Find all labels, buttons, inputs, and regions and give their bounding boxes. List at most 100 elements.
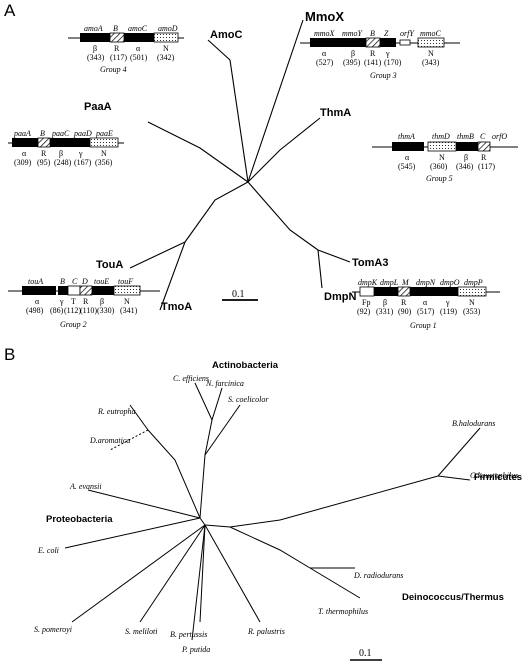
- panel-a-letter: A: [4, 1, 16, 20]
- svg-text:N: N: [469, 298, 475, 307]
- svg-text:dmpN: dmpN: [416, 278, 436, 287]
- svg-text:mmoX: mmoX: [314, 29, 336, 38]
- svg-text:paaD: paaD: [73, 129, 92, 138]
- svg-text:(141): (141): [364, 58, 382, 67]
- svg-text:(110): (110): [80, 306, 97, 315]
- svg-text:paaA: paaA: [13, 129, 31, 138]
- svg-text:touF: touF: [118, 277, 133, 286]
- svg-text:D.aromatica: D.aromatica: [89, 436, 130, 445]
- group-4-title: Group 4: [100, 65, 127, 74]
- svg-text:(309): (309): [14, 158, 32, 167]
- svg-text:Deinococcus/Thermus: Deinococcus/Thermus: [402, 592, 504, 603]
- svg-text:β: β: [93, 44, 97, 53]
- svg-text:T: T: [71, 297, 76, 306]
- svg-text:dmpO: dmpO: [440, 278, 460, 287]
- svg-text:C: C: [480, 132, 486, 141]
- svg-text:α: α: [35, 297, 40, 306]
- svg-text:thmB: thmB: [457, 132, 474, 141]
- svg-text:(119): (119): [440, 307, 457, 316]
- svg-text:dmpK: dmpK: [358, 278, 378, 287]
- branch-tmoa: [159, 241, 186, 311]
- svg-text:B.halodurans: B.halodurans: [452, 419, 495, 428]
- svg-text:(501): (501): [130, 53, 148, 62]
- svg-text:mmoC: mmoC: [420, 29, 442, 38]
- svg-text:R: R: [481, 153, 487, 162]
- svg-text:γ: γ: [78, 149, 83, 158]
- svg-text:(360): (360): [430, 162, 448, 171]
- svg-text:B: B: [60, 277, 65, 286]
- label-thma: ThmA: [320, 107, 351, 119]
- label-tmoa: TmoA: [161, 301, 192, 313]
- svg-text:β: β: [59, 149, 63, 158]
- svg-text:B: B: [370, 29, 375, 38]
- svg-text:thmA: thmA: [398, 132, 415, 141]
- svg-text:N. farcinica: N. farcinica: [205, 379, 244, 388]
- svg-text:γ: γ: [445, 298, 450, 307]
- group-3-title: Group 3: [370, 71, 397, 80]
- operon-group-1: dmpK dmpL M dmpN dmpO dmpP Fp β R α γ N …: [352, 278, 500, 330]
- svg-text:paaC: paaC: [51, 129, 70, 138]
- group-5-title: Group 5: [426, 174, 453, 183]
- branch-left-down: [184, 181, 249, 243]
- svg-text:amoA: amoA: [84, 24, 103, 33]
- svg-text:α: α: [423, 298, 428, 307]
- svg-text:B: B: [113, 24, 118, 33]
- svg-text:Fp: Fp: [362, 298, 370, 307]
- branch-right-down: [247, 181, 319, 251]
- label-toua: TouA: [96, 259, 123, 271]
- label-paaa: PaaA: [84, 101, 112, 113]
- branch-paaa: [147, 121, 249, 183]
- svg-text:(170): (170): [384, 58, 402, 67]
- svg-text:N: N: [163, 44, 169, 53]
- clade-labels: Actinobacteria Firmicutes Proteobacteria…: [46, 360, 522, 603]
- svg-text:R: R: [114, 44, 120, 53]
- svg-text:amoC: amoC: [128, 24, 148, 33]
- svg-text:R: R: [41, 149, 47, 158]
- svg-text:α: α: [22, 149, 27, 158]
- branch-toua: [129, 241, 186, 269]
- svg-text:Proteobacteria: Proteobacteria: [46, 514, 113, 525]
- svg-text:(346): (346): [456, 162, 474, 171]
- svg-text:N: N: [439, 153, 445, 162]
- svg-text:(248): (248): [54, 158, 72, 167]
- branch-dmpn: [317, 249, 323, 289]
- label-mmox: MmoX: [305, 9, 344, 24]
- svg-text:γ: γ: [385, 49, 390, 58]
- svg-text:C. efficiens: C. efficiens: [173, 374, 209, 383]
- operon-paa: paaA B paaC paaD paaE α R β γ N (309) (9…: [8, 129, 124, 167]
- svg-text:R. palustris: R. palustris: [247, 627, 285, 636]
- svg-text:α: α: [322, 49, 327, 58]
- svg-text:E. coli: E. coli: [37, 546, 59, 555]
- svg-text:γ: γ: [59, 297, 64, 306]
- branch-thma: [247, 117, 321, 183]
- svg-text:(353): (353): [463, 307, 481, 316]
- svg-text:M: M: [401, 278, 410, 287]
- tree-a: [129, 19, 351, 311]
- svg-text:(112): (112): [64, 306, 81, 315]
- taxon-labels: C. efficiens N. farcinica S. coelicolor …: [34, 374, 518, 654]
- panel-b-letter: B: [4, 345, 15, 364]
- label-amoc: AmoC: [210, 29, 242, 41]
- svg-text:Firmicutes: Firmicutes: [474, 472, 522, 483]
- svg-text:(167): (167): [74, 158, 92, 167]
- svg-text:(331): (331): [376, 307, 394, 316]
- group-2-title: Group 2: [60, 320, 87, 329]
- svg-text:(343): (343): [422, 58, 440, 67]
- svg-text:β: β: [464, 153, 468, 162]
- svg-text:S. coelicolor: S. coelicolor: [228, 395, 269, 404]
- svg-text:N: N: [101, 149, 107, 158]
- branch-toma3: [317, 249, 351, 263]
- svg-text:(90): (90): [398, 307, 412, 316]
- svg-text:T. thermophilus: T. thermophilus: [318, 607, 368, 616]
- svg-text:G.kaustophilus: G.kaustophilus: [470, 471, 518, 480]
- svg-text:R: R: [401, 298, 407, 307]
- svg-text:dmpP: dmpP: [464, 278, 483, 287]
- svg-text:Actinobacteria: Actinobacteria: [212, 360, 279, 371]
- svg-text:S. meliloti: S. meliloti: [125, 627, 157, 636]
- svg-text:orfY: orfY: [400, 29, 415, 38]
- svg-text:B. pertussis: B. pertussis: [170, 630, 207, 639]
- svg-text:dmpL: dmpL: [380, 278, 399, 287]
- scale-label-b: 0.1: [359, 648, 372, 659]
- svg-text:(395): (395): [343, 58, 361, 67]
